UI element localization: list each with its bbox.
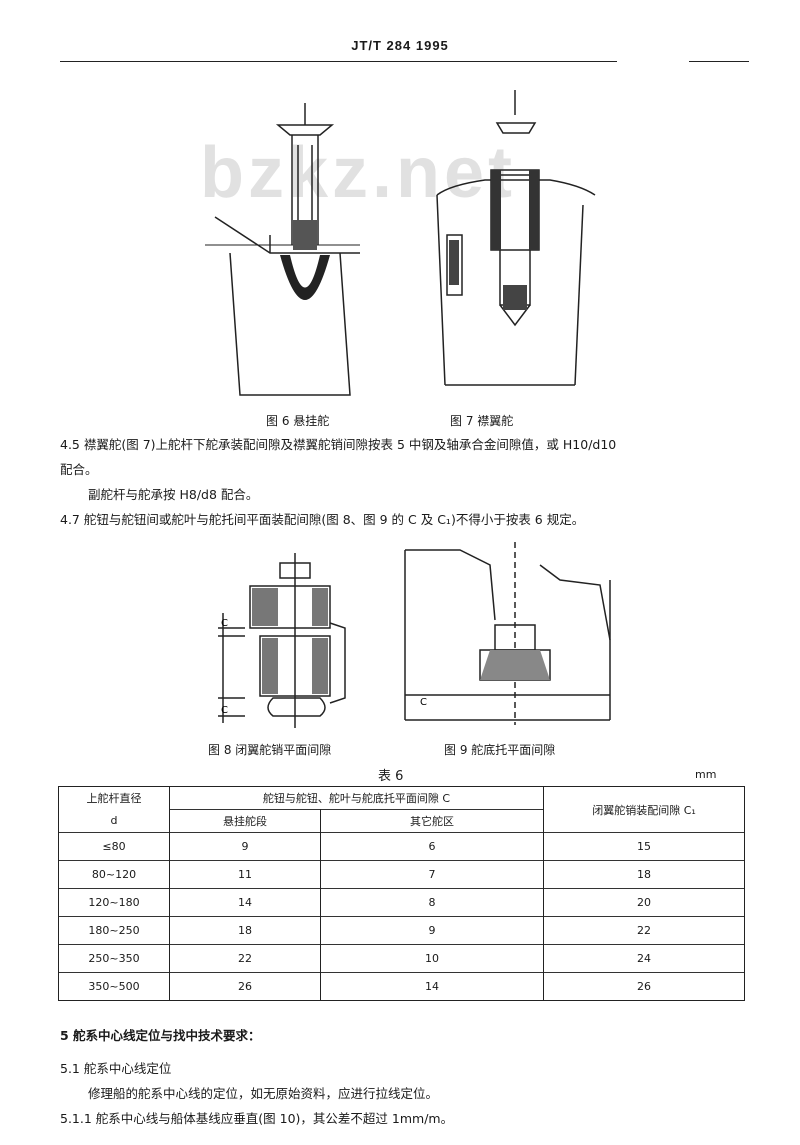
section-5-title: 5 舵系中心线定位与找中技术要求： <box>60 1028 261 1043</box>
cell-c1: 15 <box>543 832 745 861</box>
cell-c-other: 14 <box>320 972 544 1001</box>
cell-c-other: 8 <box>320 888 544 917</box>
figure-7-flap-rudder <box>436 90 596 386</box>
paragraph-4-6: 副舵杆与舵承按 H8/d8 配合。 <box>88 487 259 502</box>
paragraph-4-7: 4.7 舵钮与舵钮间或舵叶与舵托间平面装配间隙(图 8、图 9 的 C 及 C₁… <box>60 512 585 527</box>
figure-9-rudder-shoe-clearance: C <box>404 542 611 725</box>
cell-c-other: 6 <box>320 832 544 861</box>
cell-c-other: 7 <box>320 860 544 889</box>
cell-c1: 24 <box>543 944 745 973</box>
header-rule-left <box>60 61 617 62</box>
cell-c-susp: 9 <box>169 832 321 861</box>
cell-c1: 26 <box>543 972 745 1001</box>
cell-c-susp: 22 <box>169 944 321 973</box>
table-6: 上舵杆直径 舵钮与舵钮、舵叶与舵底托平面间隙 C 闭翼舵销装配间隙 C₁ d 悬… <box>58 786 745 1001</box>
figure-6-caption: 图 6 悬挂舵 <box>266 414 330 428</box>
cell-c-susp: 26 <box>169 972 321 1001</box>
th-c-group: 舵钮与舵钮、舵叶与舵底托平面间隙 C <box>169 786 544 810</box>
table-title: 表 6 <box>378 769 404 784</box>
cell-c-susp: 11 <box>169 860 321 889</box>
cell-c-other: 9 <box>320 916 544 945</box>
cell-c1: 22 <box>543 916 745 945</box>
figure-9-caption: 图 9 舵底托平面间隙 <box>444 743 556 757</box>
th-c-other: 其它舵区 <box>320 809 544 833</box>
figure-8-caption: 图 8 闭翼舵销平面间隙 <box>208 743 332 757</box>
cell-c1: 18 <box>543 860 745 889</box>
th-diameter: 上舵杆直径 <box>58 786 170 810</box>
cell-d: 250~350 <box>58 944 170 973</box>
figure-7-caption: 图 7 襟翼舵 <box>450 414 514 428</box>
cell-c1: 20 <box>543 888 745 917</box>
paragraph-4-5-cont: 配合。 <box>60 462 98 477</box>
cell-c-other: 10 <box>320 944 544 973</box>
cell-d: ≤80 <box>58 832 170 861</box>
cell-d: 180~250 <box>58 916 170 945</box>
section-5-1-body: 修理船的舵系中心线的定位，如无原始资料，应进行拉线定位。 <box>88 1086 439 1101</box>
figure-6-suspended-rudder <box>205 103 360 396</box>
table-unit: mm <box>695 768 717 781</box>
watermark: bzkz.net <box>200 133 517 213</box>
th-c-suspended: 悬挂舵段 <box>169 809 321 833</box>
header-rule-right <box>689 61 749 62</box>
cell-d: 80~120 <box>58 860 170 889</box>
figure-8-pintle-clearance: C C <box>218 553 346 728</box>
section-5-1-1: 5.1.1 舵系中心线与船体基线应垂直(图 10)，其公差不超过 1mm/m。 <box>60 1111 454 1126</box>
fig8-c-label: C <box>221 618 228 629</box>
paragraph-4-5: 4.5 襟翼舵(图 7)上舵杆下舵承装配间隙及襟翼舵销间隙按表 5 中钢及轴承合… <box>60 437 617 452</box>
fig9-c-label: C <box>420 697 427 708</box>
section-5-1: 5.1 舵系中心线定位 <box>60 1061 172 1076</box>
cell-c-susp: 14 <box>169 888 321 917</box>
standard-header: JT/T 284 1995 <box>351 38 449 53</box>
fig8-c1-label: C <box>221 705 228 716</box>
th-c1: 闭翼舵销装配间隙 C₁ <box>543 786 745 833</box>
cell-d: 120~180 <box>58 888 170 917</box>
cell-d: 350~500 <box>58 972 170 1001</box>
th-diameter-sym: d <box>58 809 170 833</box>
cell-c-susp: 18 <box>169 916 321 945</box>
